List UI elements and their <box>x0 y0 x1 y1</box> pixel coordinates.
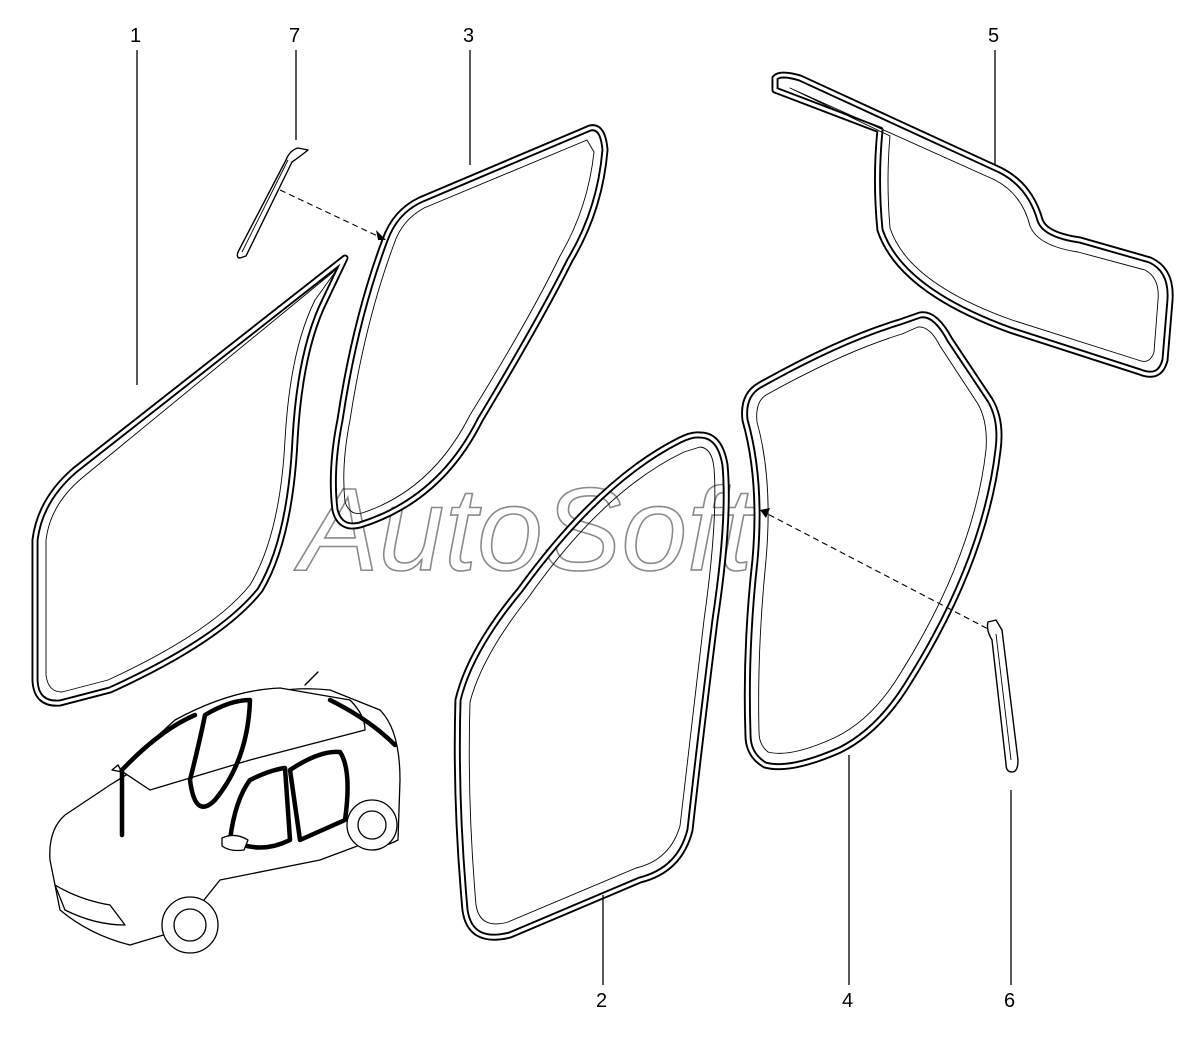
seal-part-2 <box>453 431 730 941</box>
callout-2: 2 <box>596 990 607 1012</box>
callout-6: 6 <box>1004 990 1015 1012</box>
callout-4: 4 <box>842 990 853 1012</box>
callout-3: 3 <box>463 25 474 47</box>
callout-5: 5 <box>988 25 999 47</box>
watermark-text: AutoSoft <box>294 464 757 596</box>
install-line-6-to-4 <box>759 509 991 631</box>
seal-part-4 <box>741 311 1003 771</box>
seal-part-5 <box>771 71 1174 378</box>
arrow-head-6 <box>760 508 770 518</box>
seal-part-6 <box>986 619 1019 773</box>
install-line-7-to-3 <box>279 189 387 241</box>
seal-part-1 <box>31 254 349 707</box>
seal-part-7 <box>236 147 309 259</box>
car-illustration <box>49 671 401 954</box>
arrow-head-7 <box>376 230 386 240</box>
seal-part-3 <box>329 124 609 530</box>
callout-7: 7 <box>289 25 300 47</box>
callout-1: 1 <box>130 25 141 47</box>
